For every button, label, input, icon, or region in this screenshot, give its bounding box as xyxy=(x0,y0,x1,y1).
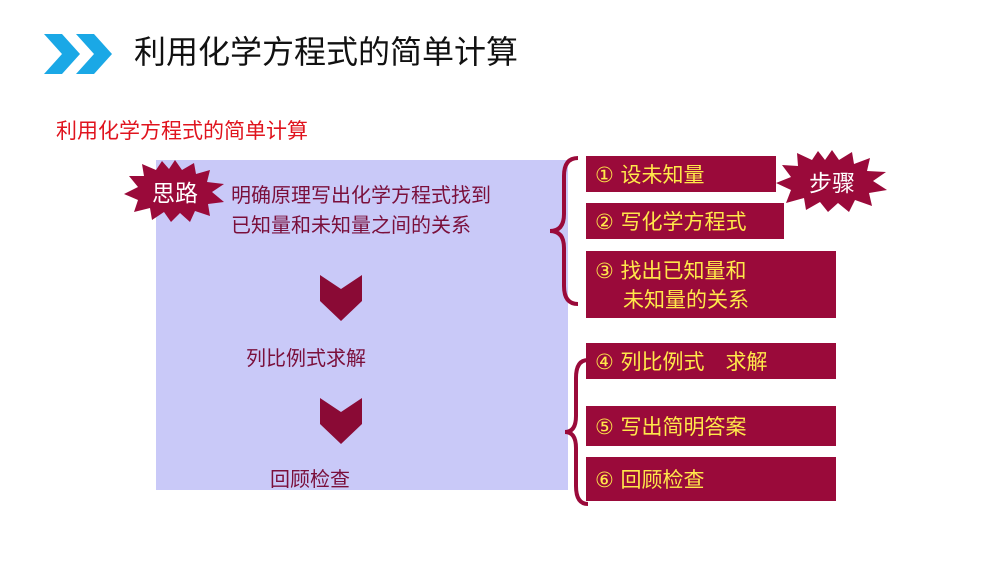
step-5-box: ⑤ 写出简明答案 xyxy=(586,406,836,446)
step-2-box: ② 写化学方程式 xyxy=(586,203,784,239)
step-3-line-1: ③ 找出已知量和 xyxy=(595,259,747,283)
step-1-box: ① 设未知量 xyxy=(586,156,776,192)
down-arrow-icon xyxy=(320,398,362,444)
review-text: 回顾检查 xyxy=(270,467,350,491)
left-brace-icon xyxy=(549,156,579,306)
thinking-panel xyxy=(156,160,568,490)
steps-burst-badge xyxy=(776,150,887,212)
page-title: 利用化学方程式的简单计算 xyxy=(134,33,519,71)
proportion-text: 列比例式求解 xyxy=(246,346,366,370)
step-3-box: ③ 找出已知量和 未知量的关系 xyxy=(586,251,836,318)
down-arrow-icon xyxy=(320,275,362,321)
step-6-box: ⑥ 回顾检查 xyxy=(586,457,836,501)
section-subtitle: 利用化学方程式的简单计算 xyxy=(56,119,308,143)
step-3-line-2: 未知量的关系 xyxy=(623,288,749,312)
thinking-burst-badge xyxy=(124,160,224,222)
double-chevron-icon xyxy=(44,34,112,74)
principle-text: 明确原理写出化学方程式找到已知量和未知量之间的关系 xyxy=(231,183,491,237)
thinking-badge-label: 思路 xyxy=(152,181,198,207)
steps-badge-label: 步骤 xyxy=(809,171,855,197)
step-4-box: ④ 列比例式 求解 xyxy=(586,343,836,379)
left-brace-icon xyxy=(564,358,589,506)
